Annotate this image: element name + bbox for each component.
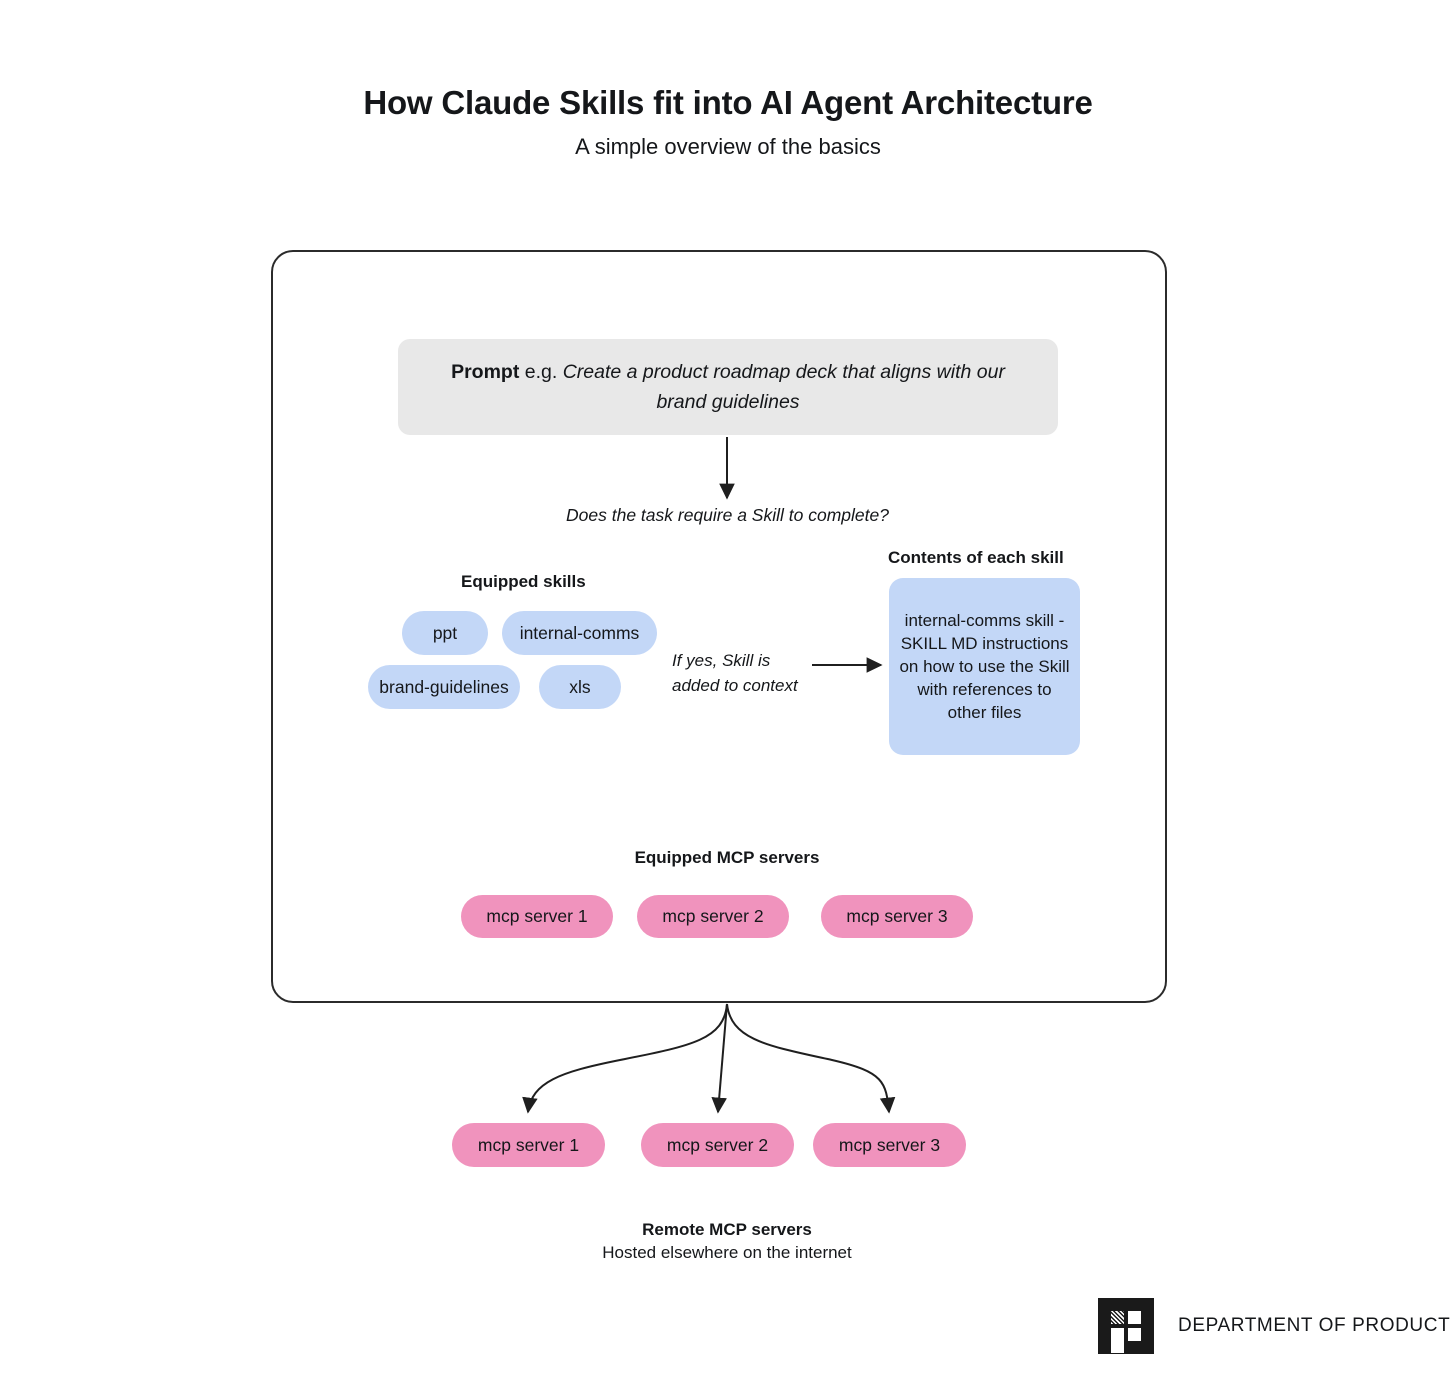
logo-cell-top-left	[1111, 1311, 1124, 1324]
department-of-product-logo-icon	[1098, 1298, 1154, 1354]
equipped-mcp-heading: Equipped MCP servers	[634, 848, 820, 867]
mcp-local-pill-3[interactable]: mcp server 3	[821, 895, 973, 938]
skill-pill-internal-comms[interactable]: internal-comms	[502, 611, 657, 655]
logo-cell-top-right	[1128, 1311, 1141, 1324]
edge-label-line-1: If yes, Skill is	[672, 651, 771, 670]
logo-cell-middle-left	[1111, 1328, 1124, 1341]
skill-contents-box: internal-comms skill - SKILL MD instruct…	[889, 578, 1080, 755]
arrow-agent-to-remote-3	[726, 1003, 896, 1114]
skill-contents-heading: Contents of each skill	[888, 548, 1064, 567]
prompt-eg-label: e.g.	[519, 361, 563, 383]
page-title: How Claude Skills fit into AI Agent Arch…	[363, 84, 1093, 121]
logo-cell-bottom-left	[1111, 1341, 1124, 1353]
prompt-box: Prompt e.g. Create a product roadmap dec…	[398, 339, 1058, 435]
mcp-local-pill-1[interactable]: mcp server 1	[461, 895, 613, 938]
brand-name: DEPARTMENT OF PRODUCT	[1178, 1315, 1451, 1336]
edge-label-line-2: added to context	[672, 676, 798, 695]
mcp-remote-pill-3[interactable]: mcp server 3	[813, 1123, 966, 1167]
arrow-agent-to-remote-1	[522, 1003, 728, 1114]
prompt-example-text: Create a product roadmap deck that align…	[562, 361, 1005, 413]
mcp-remote-pill-1[interactable]: mcp server 1	[452, 1123, 605, 1167]
remote-mcp-subheading: Hosted elsewhere on the internet	[602, 1243, 852, 1262]
mcp-remote-pill-2[interactable]: mcp server 2	[641, 1123, 794, 1167]
equipped-skills-heading: Equipped skills	[461, 572, 586, 591]
logo-cell-middle-right	[1128, 1328, 1141, 1341]
remote-mcp-heading: Remote MCP servers	[642, 1220, 812, 1239]
brand-footer: DEPARTMENT OF PRODUCT	[1098, 1298, 1450, 1354]
mcp-local-pill-2[interactable]: mcp server 2	[637, 895, 789, 938]
decision-question-label: Does the task require a Skill to complet…	[566, 505, 889, 525]
skill-pill-xls[interactable]: xls	[539, 665, 621, 709]
page-subtitle: A simple overview of the basics	[575, 134, 881, 159]
prompt-label: Prompt	[451, 361, 520, 383]
skill-contents-text: internal-comms skill - SKILL MD instruct…	[899, 611, 1070, 722]
skill-pill-brand-guidelines[interactable]: brand-guidelines	[368, 665, 520, 709]
skill-pill-ppt[interactable]: ppt	[402, 611, 488, 655]
arrow-agent-to-remote-2	[711, 1003, 728, 1114]
skill-context-edge-label: If yes, Skill is added to context	[672, 648, 812, 698]
